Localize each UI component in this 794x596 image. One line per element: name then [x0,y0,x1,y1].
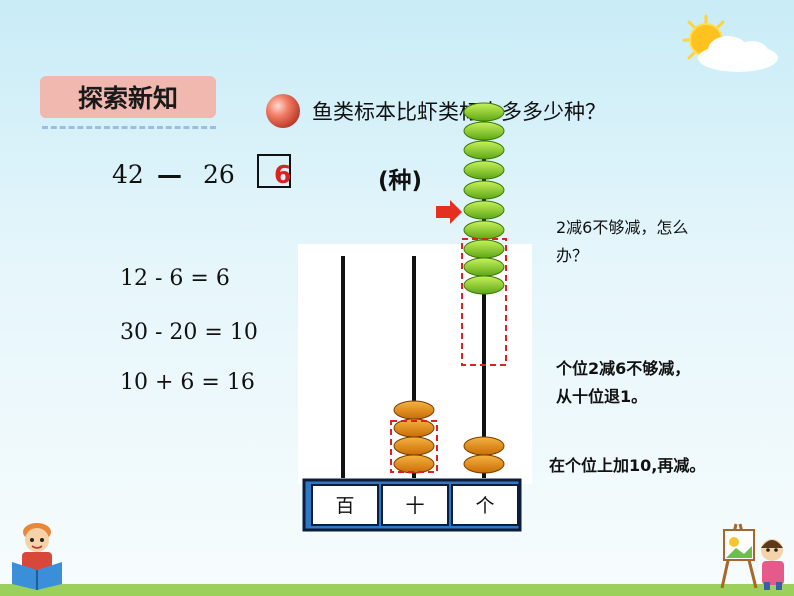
section-tag: 探索新知 [40,76,216,118]
question-text: 鱼类标本比虾类标本多多少种？ [312,100,606,124]
note-add-ten: 在个位上加10,再减。 [549,456,706,475]
note-1-line-1: 2减6不够减，怎么 [556,218,689,237]
tens-dashed-box [390,420,438,473]
tens-beads [393,400,435,474]
answer-digit: 6 [274,160,292,189]
note-1-line-2: 办？ [556,246,589,265]
ones-dashed-box [461,238,507,366]
step-line-1: 12 - 6 = 6 [120,266,230,291]
place-label-tens: 十 [405,495,424,517]
step-line-2: 30 - 20 = 10 [120,320,258,345]
equation-subtrahend: 26 [203,160,235,189]
note-2-line-2: 从十位退1。 [556,387,648,406]
ball-bullet-icon [266,94,300,128]
equation-minuend: 42 [112,160,144,189]
grass-strip [0,584,794,596]
note-cannot-subtract: 2减6不够减，怎么 办？ [556,214,688,270]
reading-child-icon [12,523,62,590]
step-line-3: 10 + 6 = 16 [120,370,255,395]
abacus: 百 十 个 [302,102,522,532]
note-2-line-1: 个位2减6不够减， [556,359,691,378]
sun-icon [682,14,778,72]
section-underline [42,126,216,129]
ones-beads [463,436,505,474]
red-arrow-icon [436,200,462,224]
equation-unit: (种) [378,168,423,194]
note-borrow-ten: 个位2减6不够减， 从十位退1。 [556,355,690,411]
answer-box [257,154,291,188]
equation-operator: — [157,160,182,189]
place-label-hundreds: 百 [335,495,354,517]
ones-borrowed-beads [463,102,505,295]
place-label-ones: 个 [475,495,494,517]
painting-child-icon [720,523,784,590]
